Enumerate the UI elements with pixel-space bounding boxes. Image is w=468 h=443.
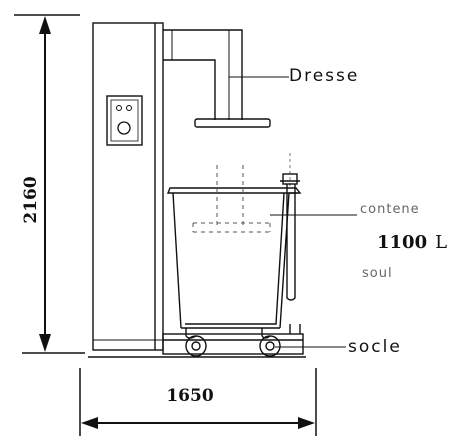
machine-column	[92, 22, 164, 351]
press-plate	[194, 118, 271, 128]
width-dimension	[79, 368, 317, 436]
capacity-value: 1100	[377, 232, 427, 253]
capacity-box	[362, 222, 468, 257]
height-arrow-up-icon	[39, 16, 51, 34]
container-hidden-lines	[192, 165, 271, 233]
height-arrow-down-icon	[39, 334, 51, 352]
control-knob-icon	[117, 121, 131, 135]
tipping-arm	[280, 153, 300, 301]
width-arrow-left-icon	[81, 417, 98, 429]
wheel-icon	[259, 328, 281, 357]
indicator-light-icon	[116, 105, 122, 111]
base	[162, 324, 304, 355]
indicator-light-icon	[126, 105, 132, 111]
press-label: Dresse	[289, 66, 359, 86]
container	[166, 187, 302, 329]
container-label-bottom: soul	[362, 266, 393, 281]
capacity-label: 1100 L	[377, 232, 447, 253]
width-dimension-value: 1650	[166, 386, 213, 406]
control-panel	[106, 95, 143, 146]
capacity-unit: L	[435, 232, 447, 253]
container-label-top: contene	[360, 202, 420, 217]
width-arrow-right-icon	[298, 417, 315, 429]
height-dimension-value: 2160	[21, 176, 41, 223]
base-label: socle	[348, 337, 402, 357]
wheel-icon	[185, 328, 207, 357]
press-arm	[163, 29, 243, 120]
height-dimension	[14, 14, 85, 354]
